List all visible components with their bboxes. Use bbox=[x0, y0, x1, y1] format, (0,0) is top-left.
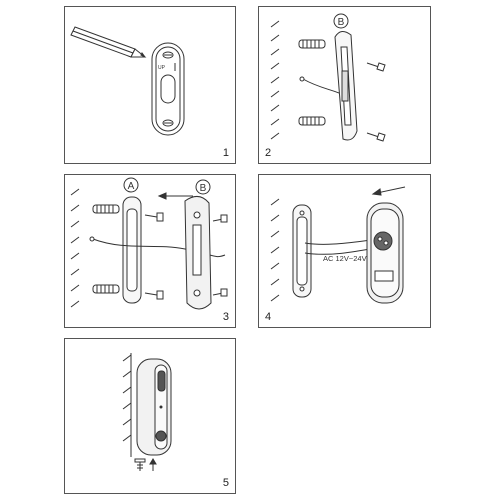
doorbell-back bbox=[366, 202, 404, 304]
screw-icon bbox=[366, 132, 386, 142]
left-arrow-icon bbox=[157, 192, 193, 200]
pencil-icon bbox=[70, 26, 147, 58]
wall-anchor-top bbox=[298, 39, 326, 49]
screw-icon bbox=[144, 212, 164, 222]
left-arrow-icon bbox=[371, 186, 406, 196]
wall-hatching bbox=[270, 198, 280, 302]
wall-hatching bbox=[70, 188, 80, 308]
step-2-panel: B 2 bbox=[258, 6, 431, 164]
wall-anchor-top bbox=[92, 204, 120, 214]
step-3-panel: A B 3 bbox=[64, 174, 236, 328]
mounting-plate bbox=[151, 42, 185, 136]
up-arrow-icon bbox=[149, 458, 157, 471]
mounting-plate bbox=[292, 204, 312, 298]
step-number: 2 bbox=[265, 147, 272, 159]
part-b-marker bbox=[333, 13, 349, 29]
step-1-panel: UP 1 bbox=[64, 6, 236, 164]
part-b-marker bbox=[195, 179, 211, 195]
screw-icon bbox=[212, 214, 228, 223]
step-number: 1 bbox=[222, 147, 229, 159]
cable bbox=[302, 78, 340, 94]
wall-hatching bbox=[270, 20, 280, 140]
mounting-plate bbox=[334, 31, 358, 141]
wall-anchor-bottom bbox=[298, 116, 326, 126]
up-mark-label: UP bbox=[158, 65, 166, 71]
step-number: 4 bbox=[265, 311, 272, 323]
step-4-panel: AC 12V~24V 4 bbox=[258, 174, 431, 328]
step-5-panel: 5 bbox=[64, 338, 236, 494]
doorbell-front bbox=[136, 358, 172, 456]
part-b-label: B bbox=[200, 183, 207, 194]
step-number: 5 bbox=[222, 477, 229, 489]
step-5-illustration bbox=[122, 353, 172, 471]
step-2-illustration: B bbox=[270, 13, 386, 142]
step-number: 3 bbox=[222, 311, 229, 323]
screw-icon bbox=[144, 290, 164, 300]
part-b-label: B bbox=[338, 17, 345, 28]
screw-icon bbox=[134, 458, 146, 471]
cable bbox=[92, 238, 226, 258]
step-3-illustration: A B bbox=[70, 177, 228, 310]
wall-anchor-bottom bbox=[92, 284, 120, 294]
screw-icon bbox=[366, 62, 386, 72]
screw-icon bbox=[212, 288, 228, 297]
part-a-label: A bbox=[128, 181, 135, 192]
wall-hatching bbox=[122, 354, 132, 442]
doorbell-body bbox=[184, 196, 212, 310]
mounting-plate bbox=[122, 196, 142, 304]
voltage-label: AC 12V~24V bbox=[323, 254, 367, 263]
step-4-illustration: AC 12V~24V bbox=[270, 186, 406, 304]
part-a-marker bbox=[123, 177, 139, 193]
step-1-illustration: UP bbox=[70, 26, 185, 136]
